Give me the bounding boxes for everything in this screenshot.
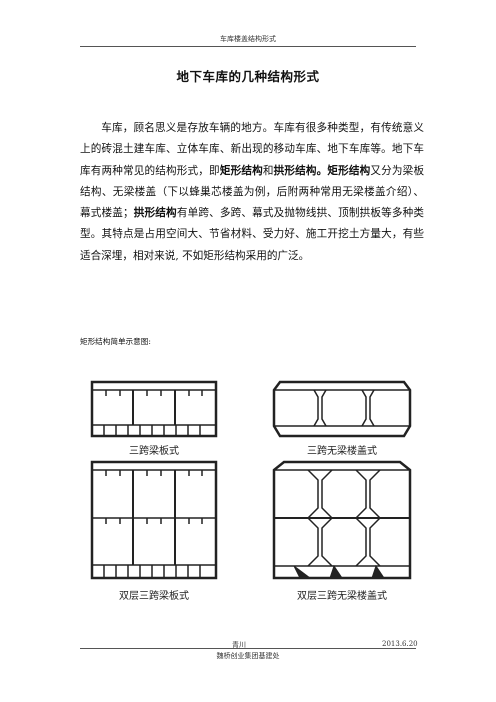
- paragraph-text: 有单跨、多跨、幕式及抛物线拱、顶制拱板等多种类型。其特点是占用空间大、节省材料、…: [80, 207, 425, 262]
- page-header: 车库楼盖结构形式: [220, 35, 276, 43]
- paragraph-text: 和: [262, 164, 274, 177]
- body-paragraph: 车库，顾名思义是存放车辆的地方。车库有很多种类型，有传统意义上的砖混土建车库、立…: [80, 118, 424, 267]
- footer-divider: [80, 648, 416, 649]
- header-divider: [80, 46, 416, 47]
- figure-caption: 矩形结构简单示意图:: [80, 337, 151, 346]
- label-three-span-beam-slab: 三跨梁板式: [129, 444, 179, 457]
- footer-author: 青川: [232, 641, 246, 649]
- footer-company: 魏桥创业集团基建处: [216, 652, 280, 660]
- footer-date: 2013.6.20: [382, 640, 418, 648]
- label-double-three-span-flat-slab: 双层三跨无梁楼盖式: [297, 589, 387, 602]
- document-title: 地下车库的几种结构形式: [176, 69, 320, 84]
- paragraph-text: 车库，顾名思义是存放车辆的地方。车库有很多种类型，有传统意义上的砖混土建车库、立…: [80, 122, 424, 177]
- structure-diagram: 三跨梁板式 三跨无梁楼盖式 双层三跨梁板式 双层三跨无梁楼盖式: [80, 370, 420, 606]
- diagram-double-three-span-beam-slab: [90, 460, 218, 580]
- diagram-three-span-beam-slab: [90, 380, 218, 438]
- bold-term: 拱形结构。矩形结构: [273, 164, 371, 177]
- diagram-double-three-span-flat-slab: [272, 460, 412, 580]
- diagram-three-span-flat-slab: [272, 380, 412, 438]
- label-double-three-span-beam-slab: 双层三跨梁板式: [119, 589, 189, 602]
- bold-term: 矩形结构: [219, 164, 263, 177]
- label-three-span-flat-slab: 三跨无梁楼盖式: [307, 444, 377, 457]
- bold-term: 拱形结构: [133, 207, 177, 220]
- paragraph-text: 又分为梁板结构、无梁楼盖（下以蜂巢芯楼盖为例，后附两种常用无梁楼盖介绍）、幕式楼…: [80, 164, 425, 220]
